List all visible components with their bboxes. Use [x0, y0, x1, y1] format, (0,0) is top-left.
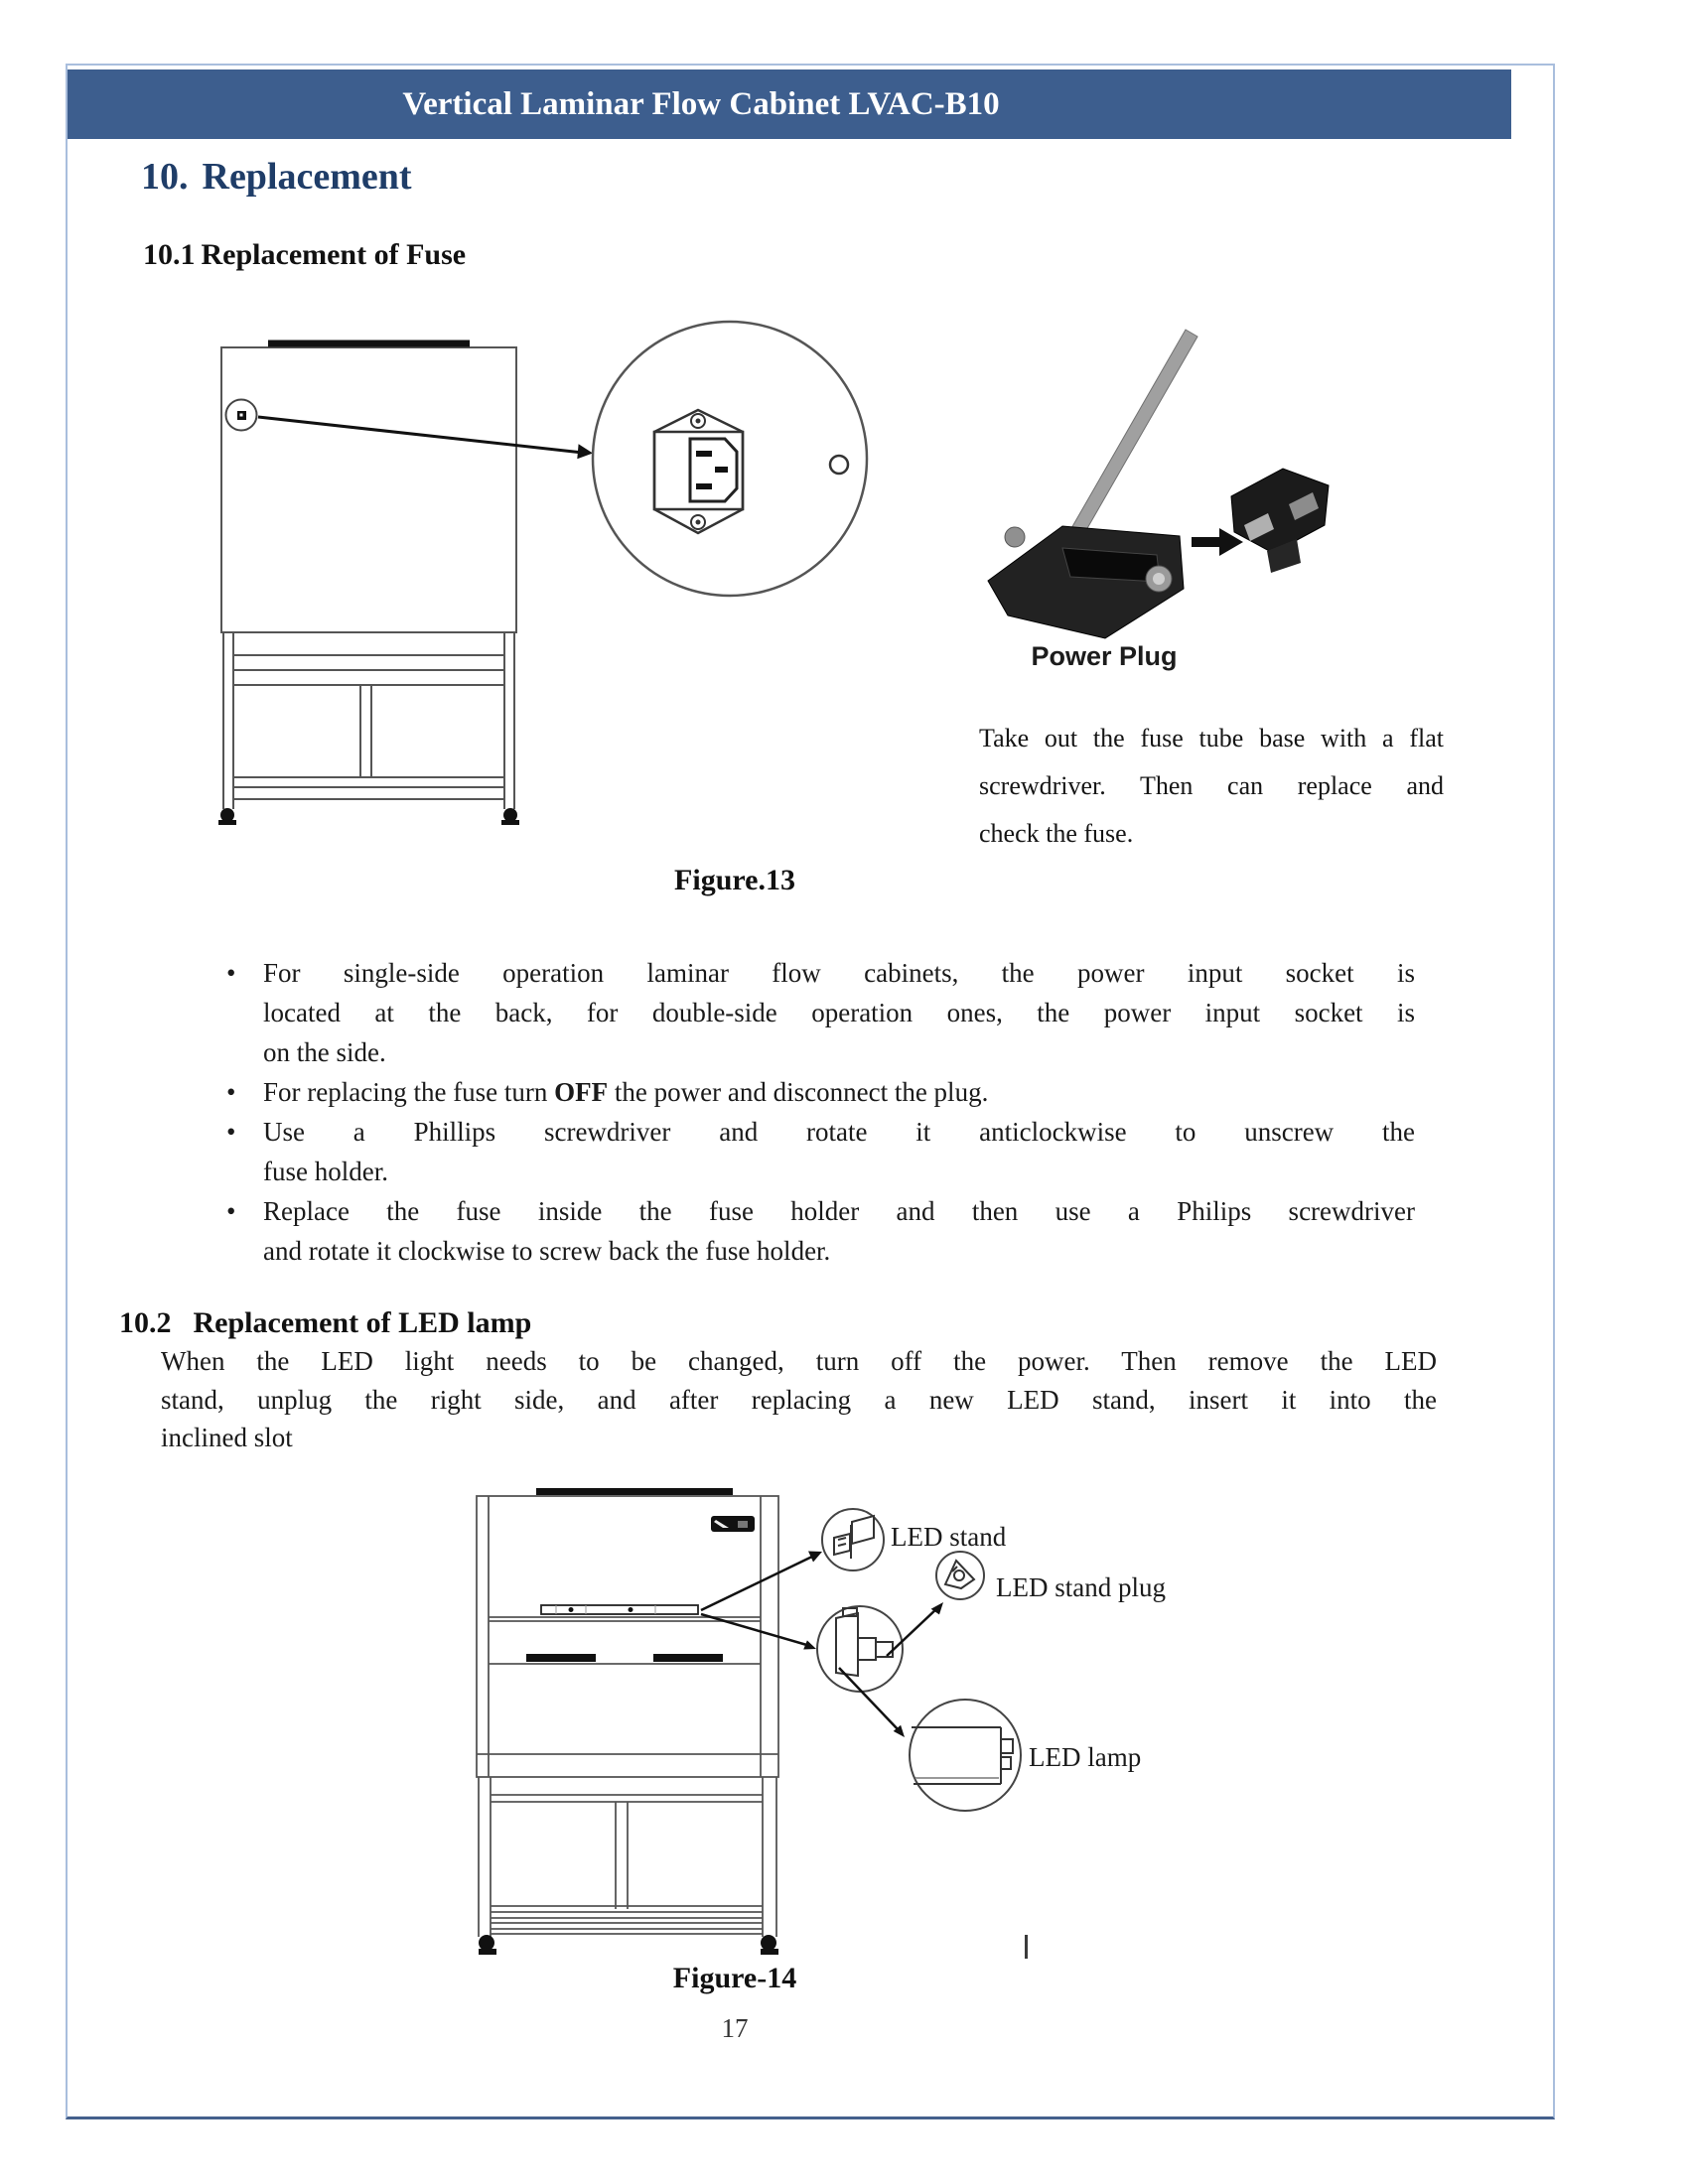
- bullet-icon: •: [226, 1117, 236, 1147]
- figure-14-caption: Figure-14: [672, 1962, 797, 1994]
- section-heading: 10. Replacement: [141, 155, 412, 199]
- led-stand-plug-callout: [935, 1551, 985, 1600]
- bullet-icon: •: [226, 958, 236, 988]
- led-stand-label: LED stand: [891, 1522, 1007, 1552]
- bullet-text-line: fuse holder.: [263, 1157, 388, 1186]
- cabinet-back-drawing: [218, 340, 519, 825]
- paragraph-line: inclined slot: [161, 1423, 293, 1452]
- fuse-note-text: Take out the fuse tube base with a flat …: [979, 715, 1444, 858]
- subsection-heading-led: 10.2 Replacement of LED lamp: [119, 1306, 531, 1340]
- paragraph-line: When the LED light needs to be changed, …: [161, 1346, 1437, 1376]
- bullet-text-line: on the side.: [263, 1037, 386, 1067]
- led-stand-plug-label: LED stand plug: [996, 1572, 1166, 1602]
- cabinet-front-drawing: [476, 1488, 779, 1955]
- section-title: Replacement: [202, 156, 412, 198]
- bullet-icon: •: [226, 1196, 236, 1226]
- subsection-title: Replacement of Fuse: [201, 238, 467, 271]
- figure-14-svg: [476, 1488, 1022, 1955]
- fuse-note-line: screwdriver. Then can replace and: [979, 771, 1444, 800]
- header-bar: Vertical Laminar Flow Cabinet LVAC-B10: [68, 69, 1511, 139]
- led-holder-callout: [816, 1605, 904, 1693]
- text-cursor-artifact: [1025, 1935, 1028, 1959]
- list-item: • Replace the fuse inside the fuse holde…: [226, 1191, 1418, 1271]
- power-socket-detail: [591, 320, 869, 598]
- subsection-number: 10.1: [143, 238, 196, 271]
- led-lamp-callout: [909, 1699, 1022, 1812]
- led-lamp-label: LED lamp: [1029, 1742, 1142, 1772]
- led-paragraph: When the LED light needs to be changed, …: [161, 1342, 1437, 1457]
- emphasis-off: OFF: [554, 1077, 609, 1107]
- list-item: • For replacing the fuse turn OFF the po…: [226, 1072, 1418, 1112]
- bullet-text-line: Replace the fuse inside the fuse holder …: [263, 1196, 1415, 1226]
- callout-arrows: [700, 1551, 943, 1737]
- subsection-title: Replacement of LED lamp: [193, 1306, 532, 1339]
- section-number: 10.: [141, 156, 189, 198]
- bullet-text-line: Use a Phillips screwdriver and rotate it…: [263, 1117, 1415, 1147]
- bullet-text-line: located at the back, for double-side ope…: [263, 998, 1415, 1027]
- bullet-text-line: For replacing the fuse turn OFF the powe…: [263, 1077, 989, 1107]
- power-plug-label: Power Plug: [1031, 641, 1178, 671]
- power-plug-photo: [987, 329, 1330, 639]
- page-number: 17: [721, 2013, 749, 2043]
- callout-arrow: [257, 415, 593, 460]
- figure-13-illustration: [149, 313, 1360, 869]
- bullet-text-line: and rotate it clockwise to screw back th…: [263, 1236, 831, 1266]
- led-stand-callout: [821, 1508, 885, 1571]
- fuse-note-line: check the fuse.: [979, 819, 1134, 848]
- figure-13-caption: Figure.13: [674, 864, 795, 896]
- fuse-note-line: Take out the fuse tube base with a flat: [979, 724, 1444, 752]
- list-item: • Use a Phillips screwdriver and rotate …: [226, 1112, 1418, 1191]
- paragraph-line: stand, unplug the right side, and after …: [161, 1384, 1437, 1415]
- list-item: • For single-side operation laminar flow…: [226, 953, 1418, 1072]
- replace-arrow-icon: [1192, 528, 1243, 556]
- subsection-number: 10.2: [119, 1306, 172, 1339]
- page-border: [66, 64, 1555, 2119]
- figure-14-illustration: [457, 1484, 1192, 1961]
- bullet-text-line: For single-side operation laminar flow c…: [263, 958, 1415, 988]
- bullet-icon: •: [226, 1077, 236, 1107]
- fuse-holder-photo: [1230, 468, 1330, 573]
- document-title: Vertical Laminar Flow Cabinet LVAC-B10: [402, 85, 1000, 122]
- fuse-instructions-list: • For single-side operation laminar flow…: [226, 953, 1418, 1271]
- figure-13-svg: [218, 320, 1330, 825]
